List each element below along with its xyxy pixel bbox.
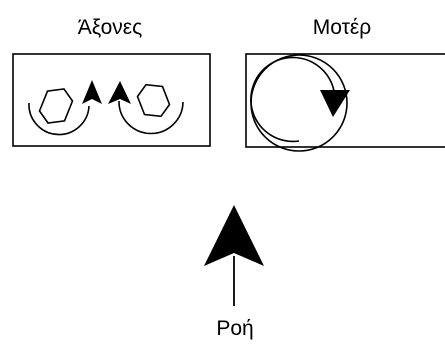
motor-label: Μοτέρ <box>312 16 372 39</box>
hexagon-icon <box>136 83 171 118</box>
up-arrowhead-icon <box>82 80 102 104</box>
motor-box-frame <box>245 53 445 148</box>
flow-arrow <box>204 205 264 306</box>
rotation-arrow-icon <box>28 102 90 136</box>
circular-arrow-icon <box>250 56 336 143</box>
axes-box <box>12 53 211 147</box>
flow-label: Ροή <box>216 317 254 340</box>
axes-label: Άξονες <box>77 16 143 39</box>
hexagon-icon <box>38 88 74 124</box>
up-arrowhead-icon <box>108 81 131 104</box>
axes-box-frame <box>12 53 211 147</box>
motor-box <box>245 53 445 152</box>
up-arrow-icon <box>204 205 264 266</box>
circular-arrowhead-icon <box>320 90 350 117</box>
rotation-arrow-icon <box>118 100 184 135</box>
